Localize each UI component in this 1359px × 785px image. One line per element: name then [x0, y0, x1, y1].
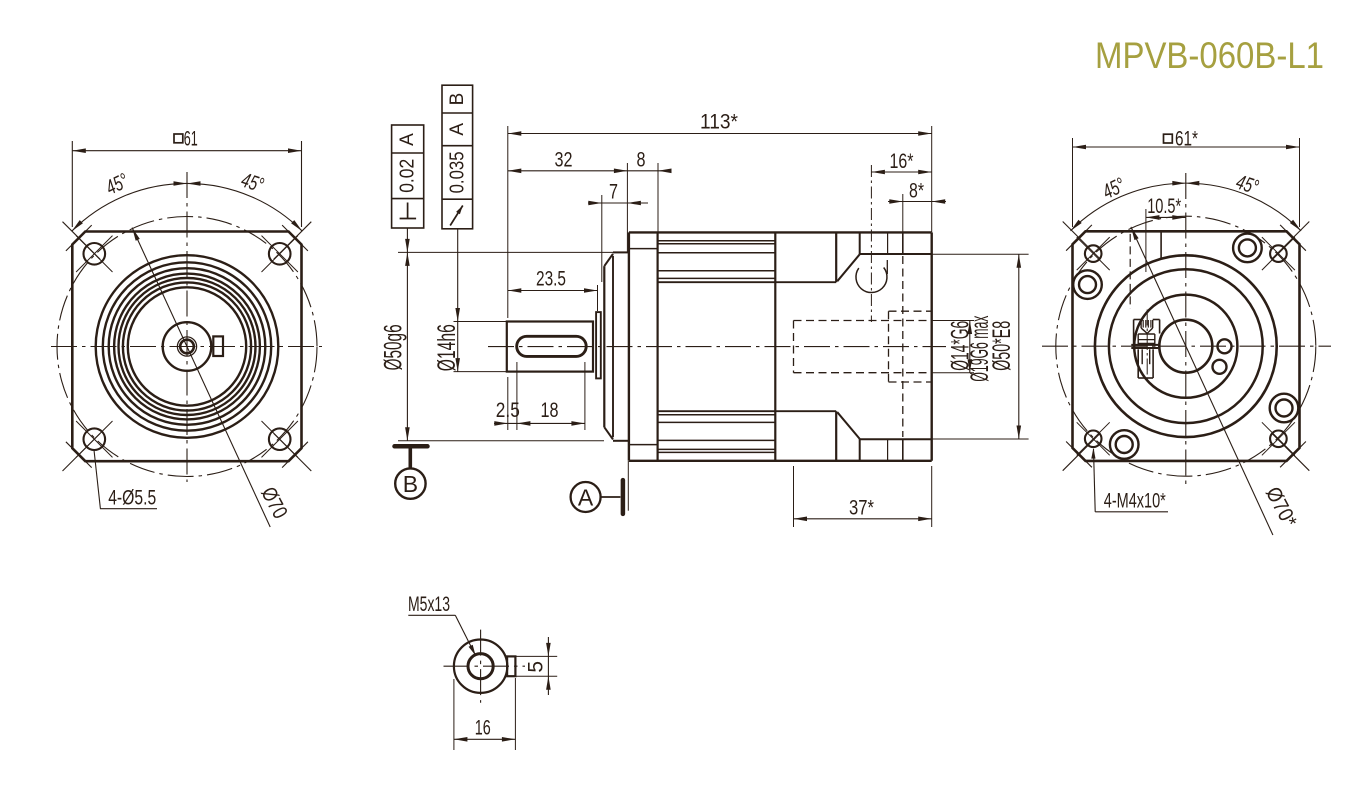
svg-text:Ø19G6 max: Ø19G6 max — [966, 315, 994, 381]
svg-text:M5x13: M5x13 — [408, 593, 450, 616]
svg-text:16: 16 — [475, 717, 491, 740]
svg-text:4-Ø5.5: 4-Ø5.5 — [108, 486, 156, 509]
svg-text:B: B — [447, 93, 468, 106]
svg-text:A: A — [447, 123, 468, 136]
svg-text:Ø14*G6: Ø14*G6 — [947, 321, 975, 371]
svg-text:B: B — [403, 471, 418, 497]
svg-text:Ø50*E8: Ø50*E8 — [988, 321, 1016, 371]
svg-text:2.5: 2.5 — [496, 399, 520, 422]
svg-text:16*: 16* — [890, 150, 914, 173]
svg-text:61: 61 — [184, 128, 198, 151]
svg-text:0.02: 0.02 — [397, 159, 419, 193]
svg-text:23.5: 23.5 — [536, 268, 566, 291]
svg-text:0.035: 0.035 — [446, 151, 468, 193]
svg-text:8*: 8* — [909, 180, 924, 203]
svg-text:113*: 113* — [700, 111, 738, 134]
svg-text:7: 7 — [609, 181, 618, 204]
svg-text:37*: 37* — [849, 497, 874, 520]
svg-text:32: 32 — [555, 148, 573, 171]
svg-text:8: 8 — [637, 148, 646, 171]
svg-text:5: 5 — [524, 661, 547, 673]
svg-text:4-M4x10*: 4-M4x10* — [1104, 490, 1166, 513]
svg-text:10.5*: 10.5* — [1147, 195, 1181, 218]
svg-text:A: A — [397, 133, 418, 146]
svg-text:18: 18 — [541, 399, 559, 422]
svg-text:Ø14h6: Ø14h6 — [433, 324, 461, 371]
svg-text:61*: 61* — [1175, 128, 1198, 151]
svg-text:MPVB-060B-L1: MPVB-060B-L1 — [1095, 35, 1324, 76]
svg-text:Ø50g6: Ø50g6 — [379, 324, 407, 370]
svg-text:A: A — [578, 485, 594, 511]
